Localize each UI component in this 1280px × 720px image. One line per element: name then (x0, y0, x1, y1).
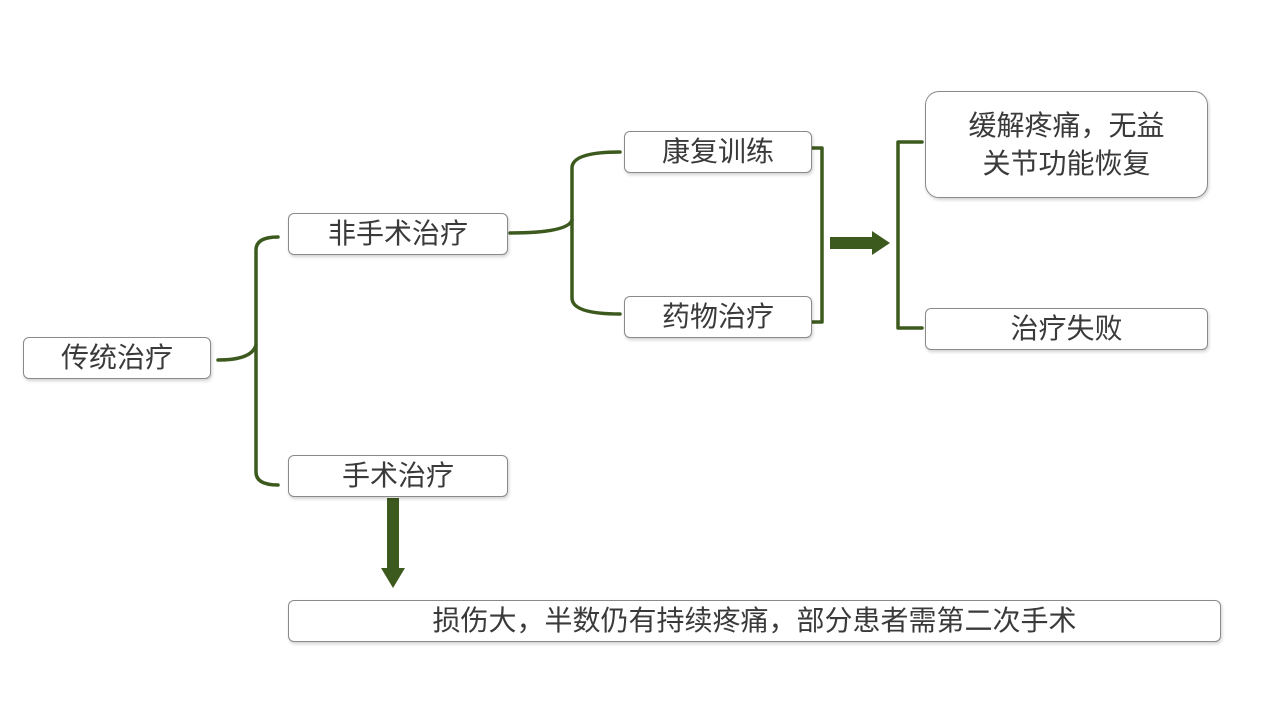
outcome-relief-line2: 关节功能恢复 (982, 146, 1151, 180)
bracket-rehab-med (810, 146, 824, 324)
node-rehab-training: 康复训练 (624, 131, 812, 173)
bracket-nonsurgical-lower (570, 218, 622, 316)
node-label: 损伤大，半数仍有持续疼痛，部分患者需第二次手术 (432, 604, 1077, 637)
bracket-traditional (216, 235, 280, 362)
right-arrow-icon (830, 231, 890, 255)
node-outcome-relief: 缓解疼痛，无益 关节功能恢复 (925, 91, 1208, 198)
node-surgical-treatment: 手术治疗 (288, 455, 508, 497)
node-label: 手术治疗 (341, 459, 454, 492)
node-label: 药物治疗 (661, 300, 774, 333)
node-label: 非手术治疗 (327, 217, 468, 250)
node-non-surgical-treatment: 非手术治疗 (288, 213, 508, 255)
node-medication: 药物治疗 (624, 296, 812, 338)
node-label: 传统治疗 (60, 341, 173, 374)
bracket-traditional-lower (254, 343, 280, 487)
bracket-outcomes (896, 140, 924, 330)
node-outcome-failure: 治疗失败 (925, 308, 1208, 350)
node-label: 康复训练 (661, 135, 774, 168)
node-traditional-treatment: 传统治疗 (23, 337, 211, 379)
outcome-relief-line1: 缓解疼痛，无益 (968, 108, 1165, 142)
down-arrow-icon (381, 498, 405, 588)
node-label: 治疗失败 (1010, 312, 1123, 345)
bracket-nonsurgical (508, 150, 622, 235)
node-surgical-outcome: 损伤大，半数仍有持续疼痛，部分患者需第二次手术 (288, 600, 1221, 642)
